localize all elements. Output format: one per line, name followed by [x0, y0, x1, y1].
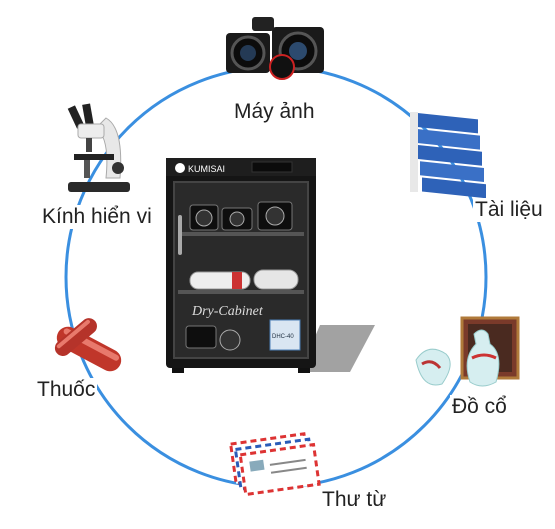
cabinet-glass-text: Dry-Cabinet: [191, 304, 264, 319]
letters-icon: [228, 432, 321, 497]
cabinet-sticker-text: DHC-40: [272, 334, 294, 340]
binders-icon: [410, 112, 486, 199]
antique-vase-icon: [415, 316, 520, 387]
camera-icon: [226, 17, 324, 80]
capsule-icon: [54, 318, 122, 372]
category-label-letters: Thư từ: [320, 488, 389, 512]
dry-cabinet-image: KUMISAI Dry-Cabinet DHC-40: [166, 158, 375, 373]
cabinet-brand: KUMISAI: [188, 164, 225, 174]
category-label-documents: Tài liệu: [473, 198, 545, 222]
microscope-icon: [67, 103, 130, 192]
category-label-microscope: Kính hiển vi: [40, 205, 154, 229]
category-label-camera: Máy ảnh: [232, 100, 317, 124]
category-label-medicine: Thuốc: [35, 378, 98, 402]
category-label-antiques: Đồ cổ: [450, 395, 509, 419]
